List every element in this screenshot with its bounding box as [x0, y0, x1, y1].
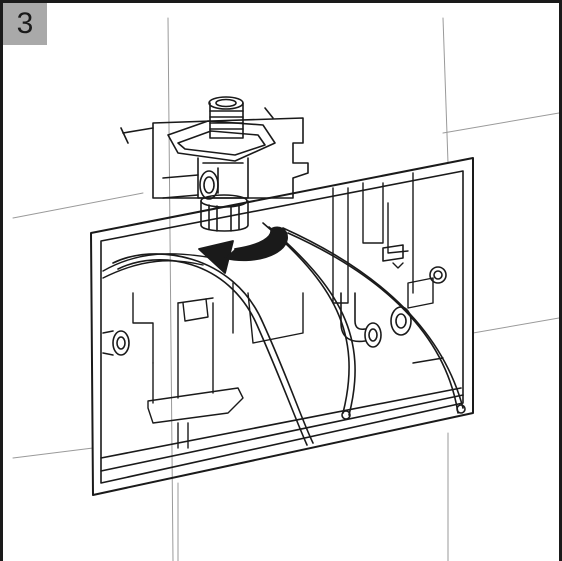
- step-number-badge: 3: [3, 3, 47, 45]
- flexible-tubes: [112, 222, 466, 446]
- valve-assembly: [162, 96, 276, 232]
- upper-bracket: [120, 107, 309, 199]
- side-pipe-connection: [340, 292, 412, 348]
- cistern-frame-plate: [90, 157, 474, 496]
- installation-illustration: [12, 17, 559, 561]
- rotation-arrow-icon: [198, 226, 288, 274]
- threaded-fitting-right: [382, 244, 447, 284]
- wall-tile-joints: [12, 17, 559, 561]
- left-side-fitting: [102, 330, 130, 356]
- internal-structure: [102, 172, 444, 449]
